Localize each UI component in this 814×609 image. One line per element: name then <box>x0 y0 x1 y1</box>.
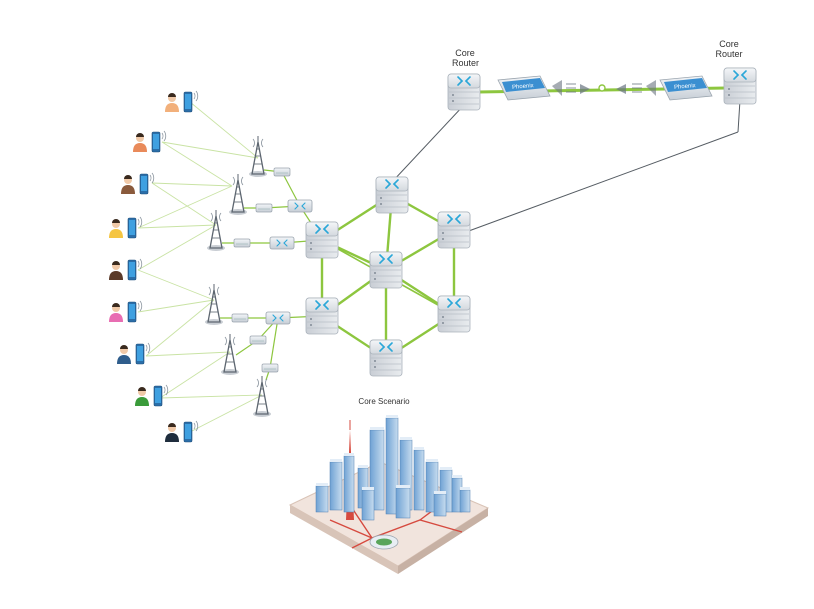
user-tower-links <box>137 101 263 433</box>
building-roof <box>386 415 398 418</box>
user-avatar <box>109 219 123 238</box>
building <box>459 489 471 513</box>
core-router-uplinks <box>391 99 741 233</box>
access-box <box>273 167 291 177</box>
building <box>343 455 355 513</box>
user-avatar <box>165 93 179 112</box>
user-avatar <box>165 423 179 442</box>
user-avatar <box>133 133 147 152</box>
cell-tower-icon <box>206 209 226 252</box>
building-roof <box>344 453 354 456</box>
building-roof <box>452 475 462 478</box>
building <box>329 461 343 511</box>
building-roof <box>426 459 438 462</box>
mesh-router-bottom <box>369 339 403 377</box>
access-box <box>261 363 279 373</box>
building <box>361 489 375 521</box>
user-avatar <box>109 261 123 280</box>
building-roof <box>460 487 470 490</box>
core-router-left-label: Core Router <box>452 48 480 68</box>
agg-switch-3 <box>265 311 291 325</box>
mesh-router-center <box>369 251 403 289</box>
building-roof <box>414 447 424 450</box>
mesh-router-left-lower <box>305 297 339 335</box>
mesh-router-left-upper <box>305 221 339 259</box>
user-avatar <box>121 175 135 194</box>
phoenix-device-right: Phoenix <box>659 75 713 101</box>
city-illustration <box>288 415 490 574</box>
cell-tower-icon <box>252 375 272 418</box>
phoenix-left-label: Phoenix <box>512 83 534 91</box>
building-roof <box>370 427 384 430</box>
building-roof <box>434 491 446 494</box>
core-router-left-label-line2: Router <box>452 58 480 68</box>
users <box>109 90 199 443</box>
phoenix-right-label: Phoenix <box>674 83 696 91</box>
mesh-router-top <box>375 176 409 214</box>
agg-switch-1 <box>287 199 313 213</box>
smartphone-icon <box>151 130 167 153</box>
building <box>413 449 425 511</box>
building-roof <box>316 483 328 486</box>
cell-tower-icon <box>228 173 248 216</box>
core-router-right-label-line1: Core <box>719 39 739 49</box>
cell-tower-icon <box>204 283 224 326</box>
phoenix-device-left: Phoenix <box>497 75 551 101</box>
access-box <box>233 238 251 248</box>
building <box>395 487 411 519</box>
building-roof <box>400 437 412 440</box>
access-box <box>255 203 273 213</box>
smartphone-icon <box>153 384 169 407</box>
building-roof <box>362 487 374 490</box>
core-scenario-label: Core Scenario <box>358 397 410 406</box>
smartphone-icon <box>183 90 199 113</box>
smartphone-icon <box>139 172 155 195</box>
building <box>315 485 329 513</box>
core-router-right-label: Core Router <box>713 39 745 59</box>
building-roof <box>330 459 342 462</box>
access-box <box>249 335 267 345</box>
user-avatar <box>135 387 149 406</box>
building-roof <box>440 467 452 470</box>
mesh-router-right-lower <box>437 295 471 333</box>
core-router-left <box>447 73 481 111</box>
smartphone-icon <box>135 342 151 365</box>
mesh-router-right-upper <box>437 211 471 249</box>
building-roof <box>358 465 368 468</box>
agg-switch-2 <box>269 236 295 250</box>
access-box <box>231 313 249 323</box>
user-avatar <box>109 303 123 322</box>
core-router-right <box>723 67 757 105</box>
user-avatar <box>117 345 131 364</box>
core-router-left-label-line1: Core <box>455 48 475 58</box>
core-router-right-label-line2: Router <box>715 49 743 59</box>
building <box>433 493 447 517</box>
smartphone-icon <box>183 420 199 443</box>
transport-link: Phoenix Phoenix <box>477 75 727 101</box>
building-roof <box>396 485 410 488</box>
